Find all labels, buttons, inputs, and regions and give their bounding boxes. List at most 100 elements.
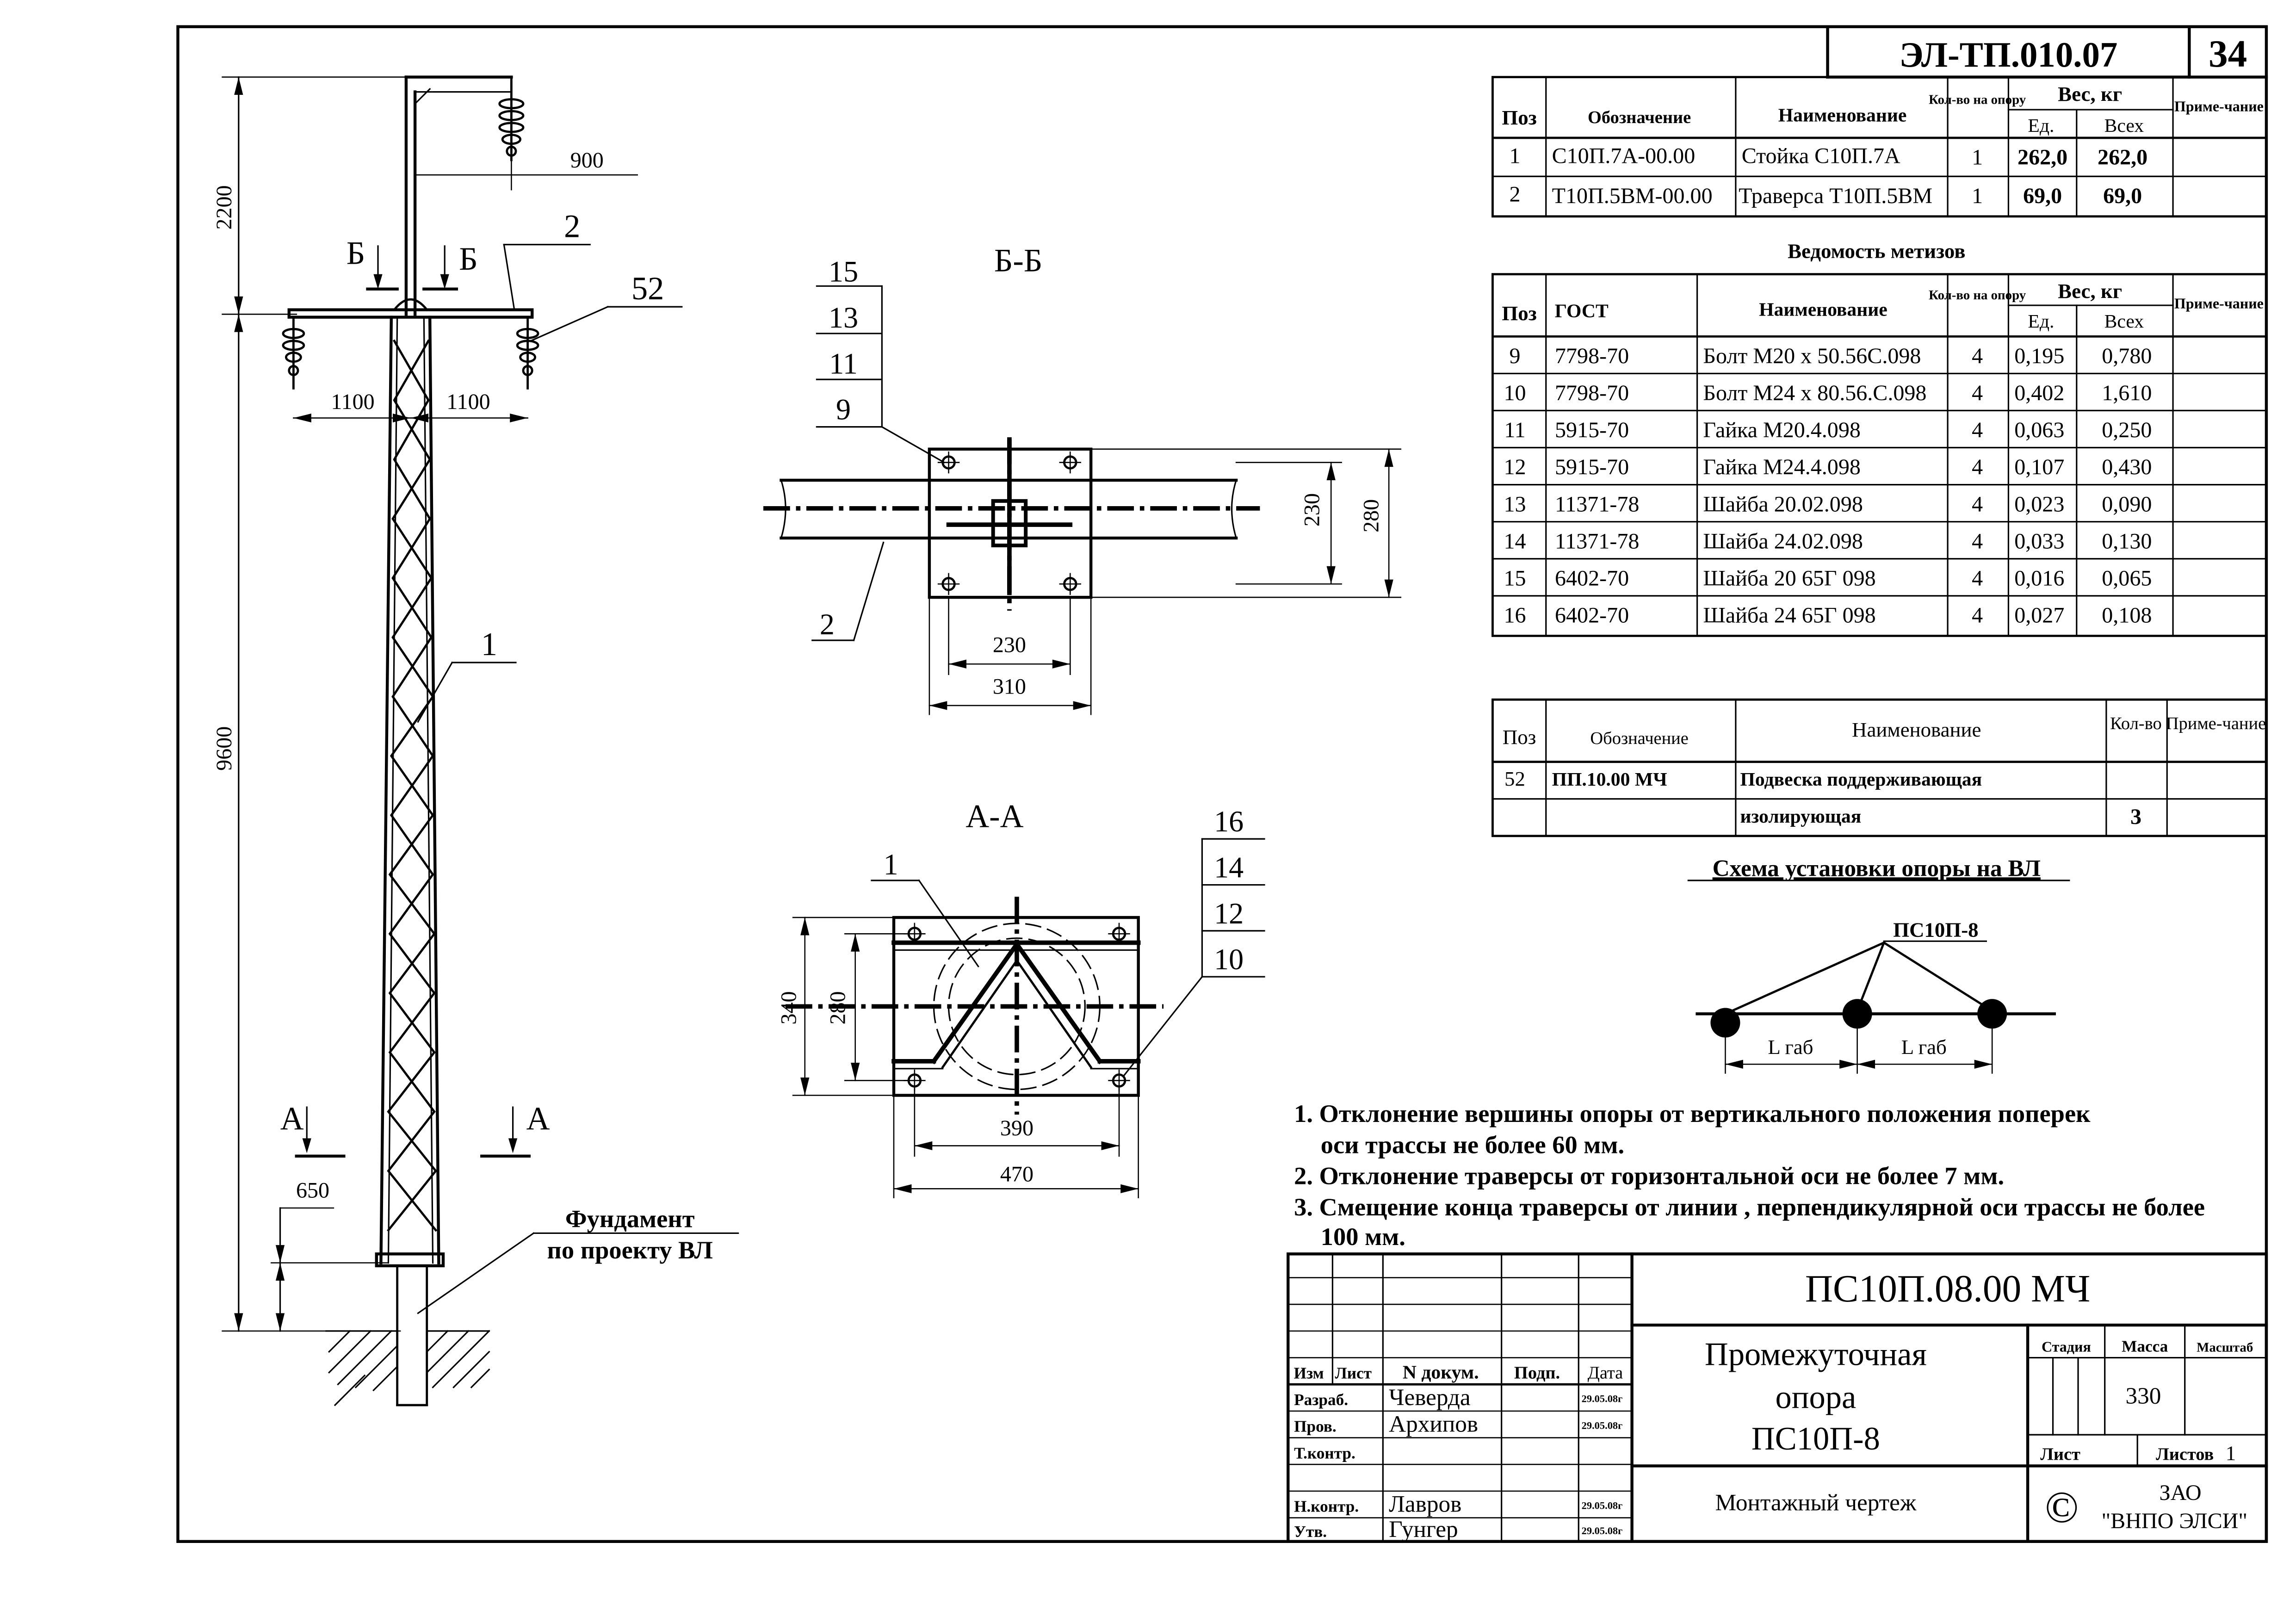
hardware-cell: 0,065 <box>2102 566 2152 590</box>
hardware-cell: 4 <box>1972 492 1983 516</box>
pt-h-note: Приме-чание <box>2174 98 2264 114</box>
hardware-cell: Шайба 24.02.098 <box>1703 529 1863 553</box>
tb-sheet-label: Лист <box>2040 1445 2080 1464</box>
tb-person: Архипов <box>1389 1411 1478 1437</box>
tb-date: 29.05.08г <box>1582 1419 1623 1431</box>
tb-date: 29.05.08г <box>1582 1499 1623 1511</box>
bb-callout-9: 9 <box>836 393 851 426</box>
bb-bolts <box>937 451 1081 595</box>
aa-dim-inner-w: 390 <box>1000 1116 1034 1140</box>
tb-company-1: ЗАО <box>2160 1481 2202 1505</box>
hardware-cell: 9 <box>1509 344 1520 368</box>
st-code: ПП.10.00 МЧ <box>1552 769 1667 790</box>
ht-h-gost: ГОСТ <box>1555 301 1609 322</box>
hardware-cell: 4 <box>1972 381 1983 405</box>
scheme-support-left <box>1710 1008 1740 1038</box>
aa-callout-14: 14 <box>1214 851 1244 884</box>
tb-h-rev: Изм <box>1294 1364 1324 1382</box>
pt-r2-total: 69,0 <box>2103 184 2142 208</box>
hardware-cell: 10 <box>1504 381 1526 405</box>
st-h-name: Наименование <box>1852 718 1981 741</box>
hardware-cell: 0,033 <box>2014 529 2064 553</box>
pt-r2-name: Траверса Т10П.5ВМ <box>1739 184 1932 208</box>
tb-date: 29.05.08г <box>1582 1393 1623 1405</box>
tb-person: Гунгер <box>1389 1516 1458 1542</box>
pt-r1-total: 262,0 <box>2098 145 2147 170</box>
tb-person: Лавров <box>1389 1491 1461 1518</box>
note-3a: 3. Смещение конца траверсы от линии , пе… <box>1294 1193 2205 1221</box>
hardware-cell: 4 <box>1972 529 1983 553</box>
note-2: 2. Отклонение траверсы от горизонтальной… <box>1294 1162 2004 1190</box>
pt-h-weight: Вес, кг <box>2058 82 2122 105</box>
ht-h-total: Всех <box>2104 311 2144 332</box>
scheme-support-label: ПС10П-8 <box>1893 918 1978 942</box>
callout-crossarm: 2 <box>564 209 580 245</box>
hardware-cell: 0,130 <box>2102 529 2152 553</box>
dim-bury-label: 650 <box>296 1178 329 1203</box>
pt-h-code: Обозначение <box>1588 108 1691 127</box>
hardware-title: Ведомость метизов <box>1788 239 1965 262</box>
installation-scheme: Схема установки опоры на ВЛ ПС10П-8 L га… <box>1687 855 2070 1074</box>
hardware-cell: 4 <box>1972 603 1983 628</box>
section-aa: А-А 1 16 14 12 10 340 280 <box>777 799 1265 1198</box>
section-b-right: Б <box>459 241 477 277</box>
right-insulator <box>516 316 539 390</box>
hardware-cell: 0,430 <box>2102 455 2152 479</box>
pt-r2-code: Т10П.5ВМ-00.00 <box>1552 184 1713 208</box>
suspension-table: Поз Обозначение Наименование Кол-во Прим… <box>1491 698 2268 837</box>
scheme-span-left: L габ <box>1768 1035 1813 1059</box>
hardware-cell: 11371-78 <box>1555 492 1639 516</box>
section-aa-title: А-А <box>965 799 1023 835</box>
hardware-cell: 0,063 <box>2014 418 2064 442</box>
aa-callout-12: 12 <box>1214 897 1244 930</box>
bb-dim-inner-w: 230 <box>993 633 1026 657</box>
hardware-cell: Шайба 20 65Г 098 <box>1703 566 1875 590</box>
hardware-cell: 0,090 <box>2102 492 2152 516</box>
tb-h-date: Дата <box>1588 1363 1623 1382</box>
tb-name-2: опора <box>1776 1379 1857 1415</box>
pt-h-unit: Ед. <box>2028 115 2054 136</box>
tb-name-3: ПС10П-8 <box>1751 1421 1880 1457</box>
tb-role: Пров. <box>1294 1418 1337 1436</box>
scheme-title: Схема установки опоры на ВЛ <box>1713 855 2041 881</box>
tb-stage-label: Стадия <box>2042 1338 2091 1355</box>
st-name-2: изолирующая <box>1740 806 1861 827</box>
bb-callout-13: 13 <box>829 301 858 334</box>
st-h-code: Обозначение <box>1590 729 1688 748</box>
pt-h-name: Наименование <box>1778 105 1907 126</box>
hardware-cell: 15 <box>1504 566 1526 590</box>
tb-name-1: Промежуточная <box>1705 1337 1927 1373</box>
sheet-number: 34 <box>2209 33 2247 75</box>
note-1a: 1. Отклонение вершины опоры от вертикаль… <box>1294 1099 2091 1127</box>
pt-h-pos: Поз <box>1502 106 1536 129</box>
tb-scale-label: Масштаб <box>2197 1340 2253 1355</box>
hardware-cell: 11371-78 <box>1555 529 1639 553</box>
hardware-cell: 5915-70 <box>1555 418 1629 442</box>
hardware-cell: Болт М24 х 80.56.С.098 <box>1703 381 1926 405</box>
hardware-cell: 0,195 <box>2014 344 2064 368</box>
hardware-cell: 0,016 <box>2014 566 2064 590</box>
dim-arm-top-label: 900 <box>570 148 604 173</box>
bb-callout-15: 15 <box>829 255 858 288</box>
pt-r2-pos: 2 <box>1509 182 1520 207</box>
technical-notes: 1. Отклонение вершины опоры от вертикаль… <box>1294 1099 2205 1251</box>
hardware-cell: 14 <box>1504 529 1526 553</box>
ht-h-name: Наименование <box>1759 299 1888 320</box>
pt-r1-name: Стойка С10П.7А <box>1742 143 1900 168</box>
hardware-cell: 0,023 <box>2014 492 2064 516</box>
bb-dim-outer-w: 310 <box>993 674 1026 699</box>
hardware-table: Ведомость метизов Поз ГОСТ Наименование … <box>1491 239 2268 637</box>
hardware-cell: 6402-70 <box>1555 566 1629 590</box>
ground-hatch <box>325 1330 490 1406</box>
bb-dim-inner-h: 230 <box>1300 493 1324 527</box>
tb-person: Чеверда <box>1389 1384 1471 1411</box>
hardware-cell: 13 <box>1504 492 1526 516</box>
aa-callout-1: 1 <box>884 848 898 881</box>
hardware-cell: 0,107 <box>2014 455 2064 479</box>
hardware-cell: Шайба 20.02.098 <box>1703 492 1863 516</box>
section-a-right: А <box>526 1101 550 1137</box>
bb-callout-11: 11 <box>829 347 858 380</box>
ht-h-note: Приме-чание <box>2174 295 2264 311</box>
tb-designation: ПС10П.08.00 МЧ <box>1805 1268 2090 1310</box>
